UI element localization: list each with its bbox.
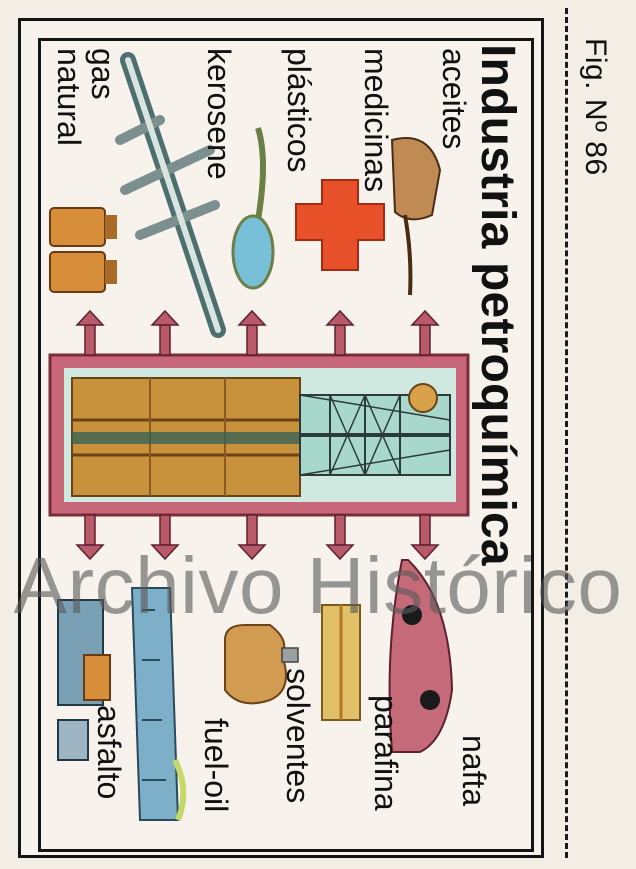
page-title: Industria petroquímica [471, 44, 524, 566]
cut-line [565, 8, 568, 858]
label-kerosene: kerosene [201, 48, 237, 180]
label-plasticos: plásticos [281, 48, 317, 173]
label-fuel-oil: fuel-oil [198, 718, 234, 813]
plastic-ladle-icon [231, 127, 275, 290]
label-parafina: parafina [368, 695, 404, 811]
road-roller-icon [57, 599, 111, 761]
label-gas-natural: gas natural [51, 48, 121, 146]
label-nafta: nafta [456, 735, 492, 807]
inner-frame [38, 38, 534, 852]
arrows-bottom [75, 514, 440, 561]
gas-cylinders-icon [49, 207, 117, 293]
label-medicinas: medicinas [358, 48, 394, 193]
watermark: Archivo Histórico [13, 541, 623, 630]
red-cross-icon [295, 179, 385, 271]
solvent-bottle-icon [224, 624, 299, 705]
ship-icon [130, 587, 187, 822]
oil-can-icon [390, 137, 442, 296]
label-aceites: aceites [436, 48, 472, 150]
label-asfalto: asfalto [91, 705, 127, 800]
figure-label: Fig. Nº 86 [579, 38, 612, 176]
car-icon [388, 559, 454, 753]
label-solventes: solventes [280, 668, 316, 804]
airplane-icon [115, 52, 226, 338]
candle-icon [321, 604, 361, 721]
refinery-icon [48, 353, 470, 517]
arrows-top [75, 309, 440, 356]
